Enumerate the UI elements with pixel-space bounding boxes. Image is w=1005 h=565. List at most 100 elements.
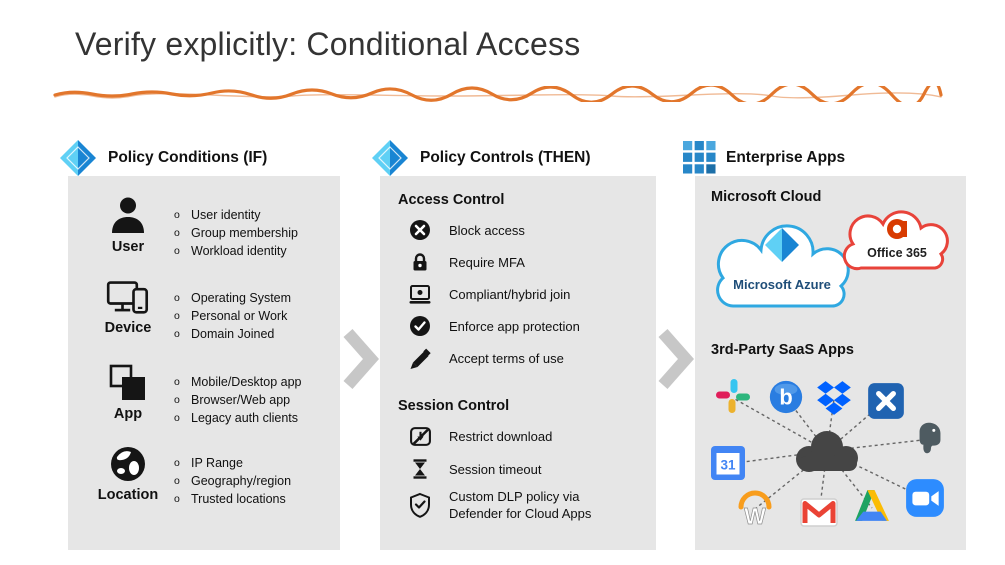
- x-app-icon: [865, 380, 907, 422]
- cloud-hub-icon: [789, 426, 865, 476]
- location-icon: [111, 447, 145, 481]
- azure-label: Microsoft Azure: [733, 277, 831, 292]
- chevron-right-icon: [658, 329, 694, 389]
- office-logo-icon: [887, 219, 907, 239]
- bullet-marker: o: [174, 245, 180, 257]
- control-item-compliant-join: Compliant/hybrid join: [408, 282, 570, 306]
- bullet-line: o Group membership: [174, 224, 298, 242]
- azure-ad-diamond-icon: [372, 140, 408, 176]
- app-icon-box: App: [82, 363, 174, 422]
- workday-icon: W: [733, 486, 777, 530]
- app-icon: [109, 364, 145, 400]
- control-item-label: Compliant/hybrid join: [449, 286, 571, 302]
- chevron-right-icon: [343, 329, 379, 389]
- google-calendar-icon: 31: [708, 443, 748, 483]
- bullet-marker: o: [174, 310, 180, 322]
- bullet-text: IP Range: [191, 456, 243, 470]
- saas-heading: 3rd-Party SaaS Apps: [711, 342, 854, 358]
- bullet-marker: o: [174, 376, 180, 388]
- session-control-heading: Session Control: [398, 398, 510, 414]
- bullet-line: o Workload identity: [174, 242, 298, 260]
- blogger-letter: b: [779, 385, 792, 410]
- dropbox-icon: [814, 378, 854, 418]
- bullet-marker: o: [174, 227, 180, 239]
- control-item-label: Restrict download: [449, 428, 553, 444]
- access-control-heading: Access Control: [398, 192, 505, 208]
- azure-logo-icon: [765, 228, 799, 262]
- slack-icon: [713, 376, 753, 416]
- control-item-require-mfa: Require MFA: [408, 250, 525, 274]
- bullet-text: Legacy auth clients: [191, 411, 299, 425]
- bullet-text: Workload identity: [191, 244, 287, 258]
- blogger-icon: b: [767, 378, 805, 416]
- controls-header-label: Policy Controls (THEN): [420, 149, 591, 166]
- bullet-line: o Personal or Work: [174, 307, 291, 325]
- block-access-icon: [408, 218, 432, 242]
- bullet-line: o Domain Joined: [174, 325, 291, 343]
- office-365-cloud: Office 365: [842, 210, 949, 271]
- calendar-day: 31: [720, 458, 736, 473]
- azure-cloud: Microsoft Azure: [716, 224, 850, 308]
- bullet-text: Domain Joined: [191, 327, 275, 341]
- google-drive-icon: [852, 487, 892, 524]
- bullet-line: o Geography/region: [174, 472, 291, 490]
- gmail-icon: [799, 494, 839, 530]
- condition-label: Location: [97, 487, 159, 503]
- pencil-icon: [408, 346, 432, 370]
- restrict-download-icon: [408, 424, 432, 448]
- bullet-marker: o: [174, 412, 180, 424]
- user-icon-box: User: [82, 196, 174, 255]
- control-item-label: Require MFA: [449, 254, 525, 270]
- bullet-text: Operating System: [191, 291, 292, 305]
- azure-ad-diamond-icon: [60, 140, 96, 176]
- shield-check-icon: [408, 492, 432, 518]
- microsoft-cloud-heading: Microsoft Cloud: [711, 189, 822, 205]
- mfa-lock-icon: [408, 250, 432, 274]
- bullet-text: User identity: [191, 208, 261, 222]
- bullet-text: Trusted locations: [191, 492, 286, 506]
- user-icon: [112, 197, 144, 233]
- workday-letter: W: [744, 503, 766, 529]
- control-item-label: Session timeout: [449, 461, 542, 477]
- compliant-device-icon: [408, 282, 432, 306]
- control-item-block-access: Block access: [408, 218, 525, 242]
- bullet-text: Mobile/Desktop app: [191, 375, 302, 389]
- controls-header: Policy Controls (THEN): [370, 138, 591, 178]
- check-circle-icon: [408, 314, 432, 338]
- condition-label: App: [113, 406, 143, 422]
- control-item-label: Enforce app protection: [449, 318, 580, 334]
- orange-underline: [53, 86, 943, 102]
- bullet-text: Geography/region: [191, 474, 292, 488]
- apps-grid-icon: [683, 141, 716, 174]
- bullet-line: o User identity: [174, 206, 298, 224]
- policy-controls-panel: Access Control Block access Require MFA: [380, 176, 656, 550]
- conditions-header: Policy Conditions (IF): [58, 138, 267, 178]
- office-label: Office 365: [867, 246, 927, 260]
- device-icon: [106, 281, 149, 314]
- bullet-marker: o: [174, 475, 180, 487]
- condition-label: User: [111, 239, 145, 255]
- hourglass-icon: [408, 457, 432, 481]
- bullet-marker: o: [174, 209, 180, 221]
- bullet-marker: o: [174, 328, 180, 340]
- bullet-marker: o: [174, 493, 180, 505]
- bullet-text: Personal or Work: [191, 309, 288, 323]
- control-item-accept-terms: Accept terms of use: [408, 346, 564, 370]
- bullet-text: Group membership: [191, 226, 298, 240]
- zoom-icon: [904, 477, 946, 519]
- bullet-marker: o: [174, 394, 180, 406]
- control-item-label: Custom DLP policy via Defender for Cloud…: [449, 489, 592, 521]
- control-item-enforce-protection: Enforce app protection: [408, 314, 580, 338]
- bullet-line: o Trusted locations: [174, 490, 291, 508]
- location-icon-box: Location: [82, 444, 174, 503]
- apps-header-label: Enterprise Apps: [726, 148, 846, 166]
